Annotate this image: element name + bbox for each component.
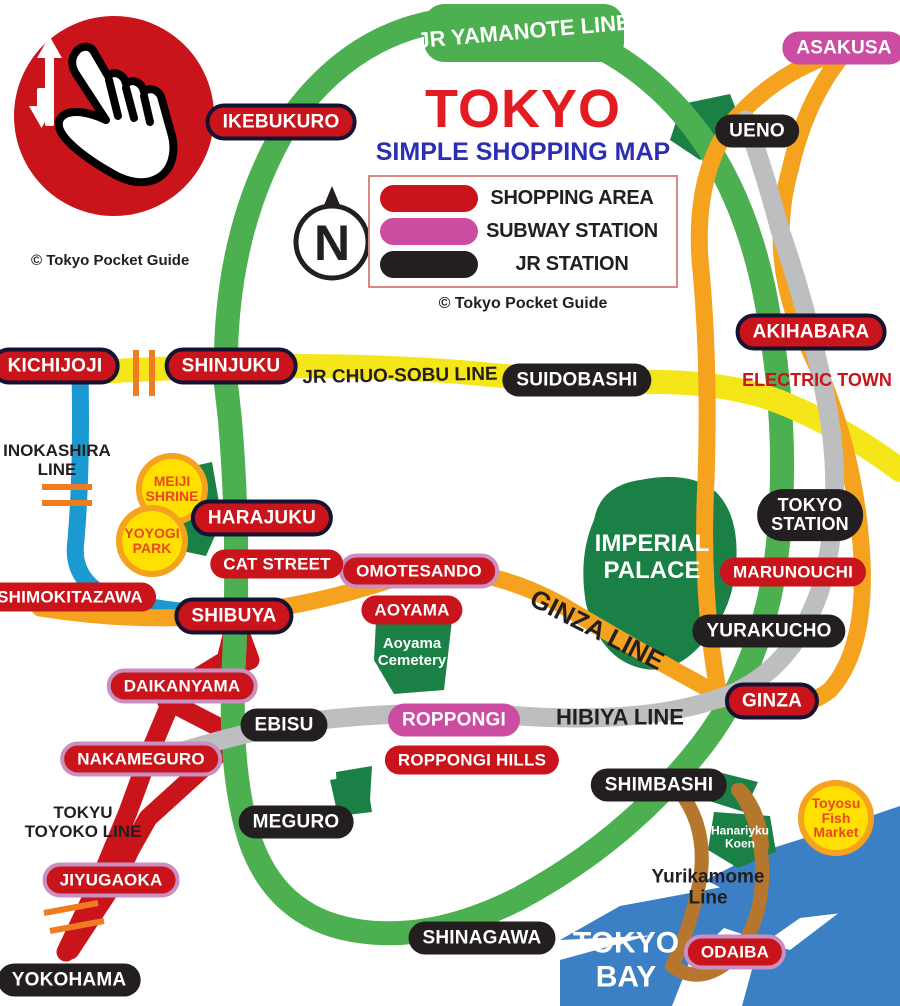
line-label-inokashira: INOKASHIRA LINE xyxy=(3,441,111,479)
line-label-inokashira-l2: LINE xyxy=(37,460,77,479)
station-shibuya[interactable]: SHIBUYA xyxy=(174,597,294,635)
area-label-hanariyku-koen-l2: Koen xyxy=(725,837,755,851)
station-harajuku[interactable]: HARAJUKU xyxy=(190,499,334,537)
station-suidobashi[interactable]: SUIDOBASHI xyxy=(502,363,652,397)
line-label-tokyu-toyoko-l2: TOYOKO LINE xyxy=(24,822,142,841)
area-label-hanariyku-koen-l1: Hanariyku xyxy=(710,823,770,838)
area-bubble-meiji-shrine-l1: MEIJI xyxy=(153,473,191,490)
station-omotesando[interactable]: OMOTESANDO xyxy=(339,553,499,589)
area-label-aoyama-cemetery: Aoyama Cemetery xyxy=(377,635,447,670)
area-label-electric-town: ELECTRIC TOWN xyxy=(742,369,892,390)
area-bubble-toyosu-l2: Fish xyxy=(821,809,851,826)
area-bubble-toyosu-l1: Toyosu xyxy=(811,794,861,811)
area-bubble-toyosu-fish-market[interactable]: Toyosu Fish Market xyxy=(798,780,874,856)
line-label-yurikamome-l2: Line xyxy=(688,888,728,909)
yamanote-label-plate xyxy=(424,4,624,62)
station-meguro[interactable]: MEGURO xyxy=(238,805,354,839)
track-tick-marks xyxy=(42,350,155,934)
area-label-imperial-palace-l1: IMPERIAL xyxy=(594,530,710,558)
station-asakusa[interactable]: ASAKUSA xyxy=(782,31,900,65)
station-tokyo-station-l2: STATION xyxy=(771,514,849,534)
station-shinagawa[interactable]: SHINAGAWA xyxy=(408,921,556,955)
area-label-tokyo-bay: TOKYO BAY xyxy=(573,926,679,993)
gesture-credit: © Tokyo Pocket Guide xyxy=(31,252,190,269)
line-label-yurikamome-l1: Yurikamome xyxy=(651,866,765,888)
compass-north-icon: N xyxy=(288,184,376,284)
station-shinjuku[interactable]: SHINJUKU xyxy=(164,347,298,385)
line-yurikamome-toyosu xyxy=(733,783,769,853)
station-tokyo-station[interactable]: TOKYO STATION xyxy=(757,489,863,541)
line-label-inokashira-l1: INOKASHIRA xyxy=(3,440,111,460)
area-label-aoyama-cemetery-l2: Cemetery xyxy=(377,652,447,669)
area-label-tokyo-bay-l2: BAY xyxy=(595,960,657,993)
station-kichijoji[interactable]: KICHIJOJI xyxy=(0,347,120,385)
station-ueno[interactable]: UENO xyxy=(715,114,799,148)
station-daikanyama[interactable]: DAIKANYAMA xyxy=(106,668,258,704)
area-label-imperial-palace: IMPERIAL PALACE xyxy=(594,530,710,585)
area-bubble-yoyogi-park-l1: YOYOGI xyxy=(124,525,180,542)
station-ikebukuro[interactable]: IKEBUKURO xyxy=(205,103,357,141)
area-label-tokyo-bay-l1: TOKYO xyxy=(572,926,680,960)
line-label-yurikamome: Yurikamome Line xyxy=(652,867,765,910)
area-bubble-toyosu-l3: Market xyxy=(813,824,859,841)
station-jiyugaoka[interactable]: JIYUGAOKA xyxy=(42,862,180,898)
station-tokyo-station-l1: TOKYO xyxy=(777,495,843,516)
area-bubble-yoyogi-park-l2: PARK xyxy=(132,540,172,556)
aoyama-cemetery-area xyxy=(374,620,452,694)
svg-text:N: N xyxy=(314,215,350,271)
station-nakameguro[interactable]: NAKAMEGURO xyxy=(60,741,222,777)
station-akihabara[interactable]: AKIHABARA xyxy=(735,313,887,351)
area-bubble-yoyogi-park[interactable]: YOYOGI PARK xyxy=(116,505,188,577)
area-label-aoyama-cemetery-l1: Aoyama xyxy=(382,635,442,653)
station-odaiba[interactable]: ODAIBA xyxy=(683,934,787,970)
line-label-hibiya: HIBIYA LINE xyxy=(556,704,684,730)
station-ginza[interactable]: GINZA xyxy=(724,682,820,720)
line-label-tokyu-toyoko-l1: TOKYU xyxy=(53,802,113,822)
line-label-jr-chuo-sobu: JR CHUO-SOBU LINE xyxy=(302,363,498,389)
station-roppongi[interactable]: ROPPONGI xyxy=(387,703,521,737)
area-cat-street[interactable]: CAT STREET xyxy=(210,549,344,579)
area-marunouchi[interactable]: MARUNOUCHI xyxy=(719,557,867,587)
line-ginza-north-branch xyxy=(690,43,849,709)
station-ebisu[interactable]: EBISU xyxy=(240,708,328,742)
station-yurakucho[interactable]: YURAKUCHO xyxy=(692,614,846,648)
area-bubble-meiji-shrine-l2: SHRINE xyxy=(145,488,199,504)
station-shimbashi[interactable]: SHIMBASHI xyxy=(590,768,728,802)
area-roppongi-hills[interactable]: ROPPONGI HILLS xyxy=(384,745,560,775)
station-yokohama[interactable]: YOKOHAMA xyxy=(0,963,141,997)
pinch-swipe-badge xyxy=(14,16,226,228)
area-shimokitazawa[interactable]: SHIMOKITAZAWA xyxy=(0,582,156,612)
area-aoyama[interactable]: AOYAMA xyxy=(361,595,463,625)
pinch-swipe-hand-icon xyxy=(14,16,214,216)
area-label-hanariyku-koen: Hanariyku Koen xyxy=(710,823,770,852)
line-yurikamome xyxy=(665,783,770,982)
area-label-imperial-palace-l2: PALACE xyxy=(603,557,701,584)
line-label-tokyu-toyoko: TOKYU TOYOKO LINE xyxy=(25,803,142,841)
